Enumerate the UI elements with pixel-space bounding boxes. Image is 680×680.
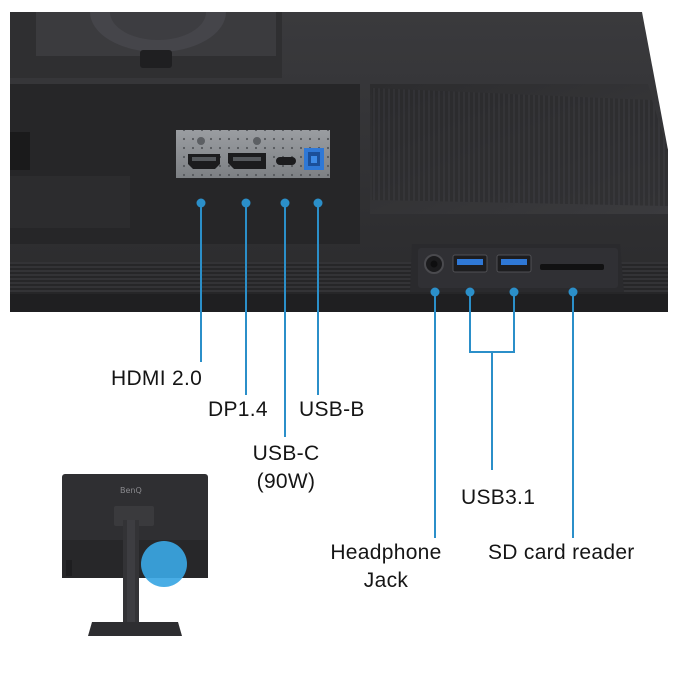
label-dp: DP1.4 — [208, 398, 268, 421]
label-usb-c-name: USB-C — [252, 442, 320, 465]
hdmi-port-icon — [188, 154, 220, 169]
label-sd-card: SD card reader — [488, 541, 635, 564]
displayport-icon — [228, 153, 266, 169]
label-usb-b: USB-B — [299, 398, 365, 421]
leader-sd — [568, 287, 578, 538]
highlight-circle — [141, 541, 187, 587]
leader-dp — [241, 198, 251, 395]
label-headphone-line2: Jack — [363, 569, 409, 592]
leader-usbc — [280, 198, 290, 437]
leader-usb31 — [465, 287, 519, 470]
headphone-jack-icon — [424, 254, 444, 274]
sd-card-slot-icon — [540, 264, 604, 270]
label-usb-c: USB-C (90W) — [246, 440, 326, 496]
label-headphone-line1: Headphone — [330, 541, 442, 564]
usb-c-port-icon — [276, 157, 296, 165]
usb-b-port-icon — [304, 148, 324, 170]
label-headphone: Headphone Jack — [314, 539, 458, 595]
monitor-thumbnail: BenQ — [62, 474, 208, 636]
leader-usbb — [313, 198, 323, 395]
leader-hdmi — [196, 198, 206, 362]
usb-a-port-icon — [452, 254, 488, 273]
brand-logo: BenQ — [120, 486, 142, 495]
label-usb-c-power: (90W) — [256, 470, 316, 493]
label-usb31: USB3.1 — [461, 486, 536, 509]
label-hdmi: HDMI 2.0 — [111, 367, 203, 390]
monitor-closeup — [10, 12, 668, 312]
usb-a-port-icon — [496, 254, 532, 273]
leader-lines — [196, 198, 578, 538]
leader-headphone — [430, 287, 440, 538]
